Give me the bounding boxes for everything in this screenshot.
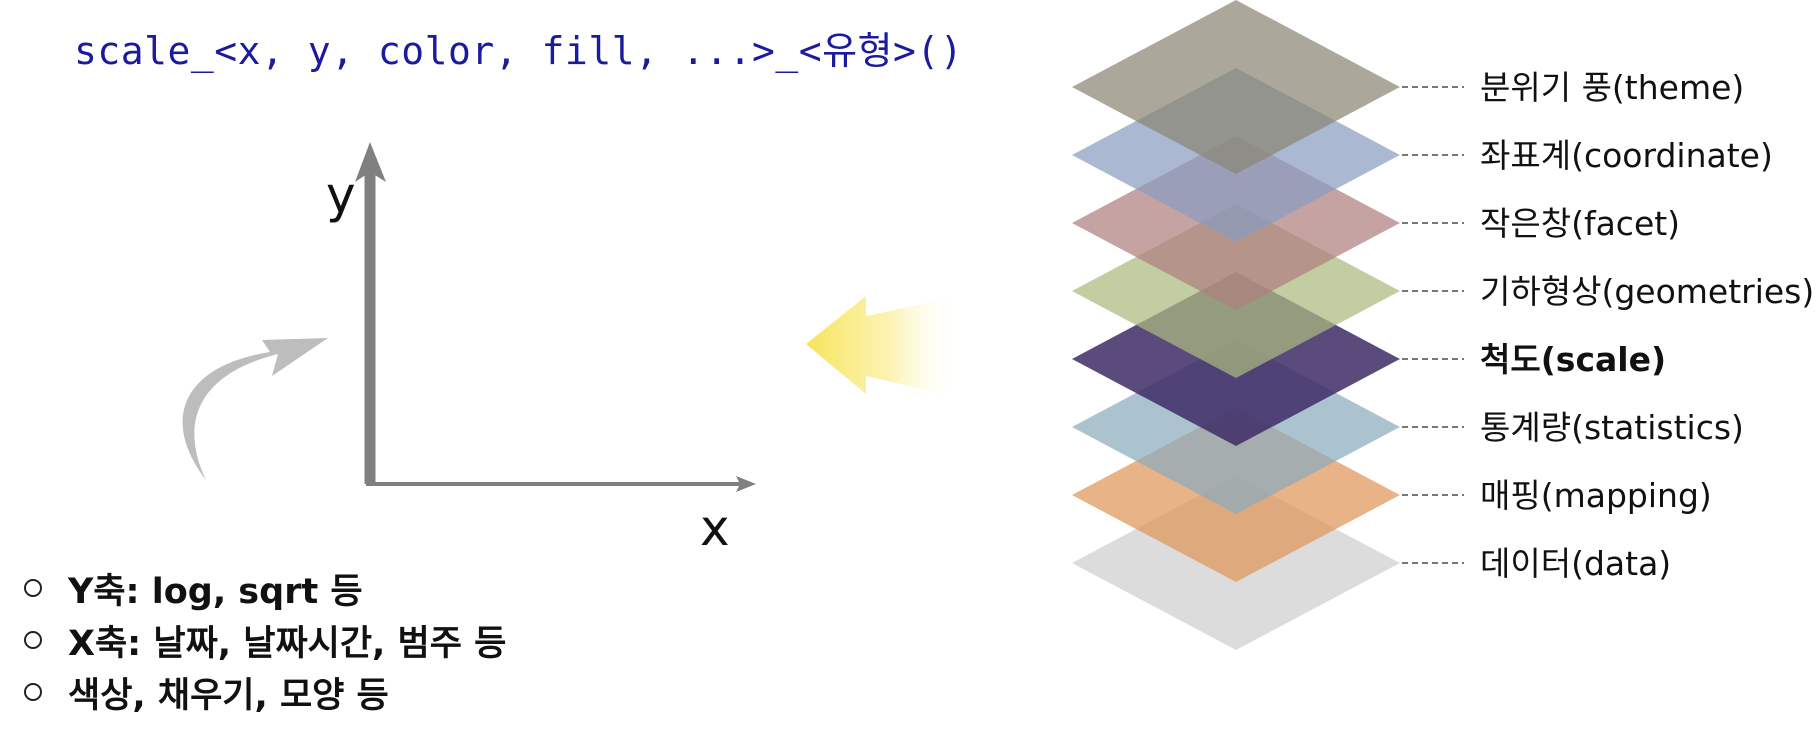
x-axis-label: x [700, 499, 730, 557]
bullet-text: X축: 날짜, 날짜시간, 범주 등 [68, 623, 507, 664]
y-axis-label: y [326, 166, 356, 224]
bullet-item: Y축: log, sqrt 등 [24, 562, 506, 614]
bullet-item: X축: 날짜, 날짜시간, 범주 등 [24, 614, 506, 666]
pointer-arrow-icon [806, 296, 960, 398]
layer-mapping-label: 매핑(mapping) [1480, 476, 1712, 515]
bullet-circle-icon [24, 631, 42, 649]
bullet-circle-icon [24, 683, 42, 701]
bullet-list: Y축: log, sqrt 등 X축: 날짜, 날짜시간, 범주 등 색상, 채… [24, 562, 506, 718]
layer-scale-label: 척도(scale) [1480, 340, 1666, 379]
code-title: scale_<x, y, color, fill, ...>_<유형>() [74, 29, 964, 73]
layer-geometries-label: 기하형상(geometries) [1480, 272, 1814, 311]
layer-theme-label: 분위기 풍(theme) [1480, 68, 1744, 107]
layer-stack: 분위기 풍(theme) 좌표계(coordinate) 작은창(facet) 기하형… [1072, 0, 1814, 650]
bullet-circle-icon [24, 579, 42, 597]
curved-arrow-icon [182, 338, 328, 480]
layer-statistics-label: 통계량(statistics) [1480, 408, 1744, 447]
layer-facet-label: 작은창(facet) [1480, 204, 1680, 243]
layer-theme-diamond [1072, 0, 1400, 174]
bullet-text: 색상, 채우기, 모양 등 [68, 675, 389, 716]
bullet-text: Y축: log, sqrt 등 [68, 571, 363, 612]
layer-coordinate-label: 좌표계(coordinate) [1480, 136, 1773, 175]
x-axis-arrowhead [736, 476, 756, 492]
axis-diagram: y x [326, 142, 756, 557]
bullet-item: 색상, 채우기, 모양 등 [24, 666, 506, 718]
y-axis-arrowhead [355, 142, 386, 182]
layer-data-label: 데이터(data) [1480, 544, 1671, 583]
